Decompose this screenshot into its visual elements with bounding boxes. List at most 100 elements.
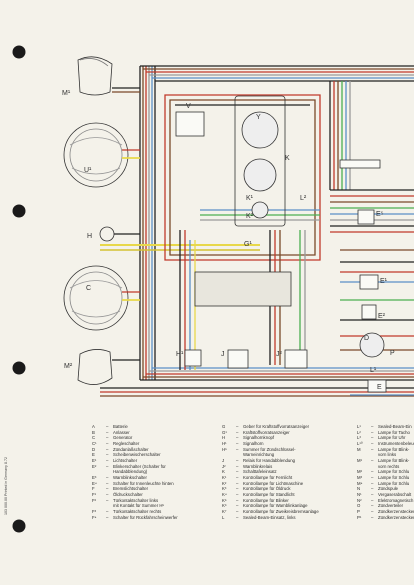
legend-text: Signalhorn [243, 440, 264, 446]
legend-row: A–Batterie [92, 424, 178, 430]
legend-text: Kontrollampe für Öldruck [243, 486, 291, 492]
legend-row: E¹–Lichtschalter [92, 458, 178, 464]
legend-dash: – [236, 508, 239, 514]
legend-row: H–Signalhornknopf [222, 435, 319, 441]
legend-code: G¹ [222, 429, 227, 435]
legend-row: Handabblendung) [92, 469, 178, 475]
legend-text: Türkontaktschalter links [113, 497, 159, 503]
legend-row: P–Zündkerzenstecker [357, 509, 414, 515]
legend-text: Öldruckschalter [113, 491, 143, 497]
legend-row: M¹–Lampe für Blink- [357, 458, 414, 464]
legend-text: Batterie [113, 424, 128, 429]
legend-dash: – [236, 457, 239, 463]
legend-code: E⁴ [92, 480, 97, 486]
legend-row: F¹–Öldruckschalter [92, 492, 178, 498]
legend-code: J [222, 457, 225, 463]
legend-row: Warneinrichtung [222, 452, 319, 458]
legend-text: Zündspule [378, 486, 399, 492]
legend-text: Türkontaktschalter rechts [113, 508, 162, 514]
legend-text: Schalter für Rückfahrscheinwerfer [113, 514, 178, 520]
legend-text: Warneinrichtung [243, 452, 275, 458]
label-U1: U¹ [84, 167, 92, 174]
legend-dash: – [106, 474, 109, 480]
label-K2: K² [246, 213, 254, 220]
legend-code: F⁴ [92, 514, 97, 520]
legend-row: F²–Türkontaktschalter links [92, 498, 178, 504]
legend-dash: – [236, 503, 239, 509]
legend-dash: – [236, 429, 239, 435]
legend-dash: – [106, 429, 109, 435]
legend-dash: – [371, 429, 374, 435]
legend-text: Generator [113, 435, 133, 441]
wiper-motor-box [175, 111, 205, 137]
instrument-cluster [234, 95, 286, 227]
legend-row: N–Zündspule [357, 486, 414, 492]
legend-row: L²–Lampe für Tacho [357, 430, 414, 436]
legend-row: J²–Warnblinkrelais [222, 464, 319, 470]
legend-dash: – [371, 514, 374, 520]
legend-code: F² [92, 497, 97, 503]
legend-code: E¹ [92, 457, 97, 463]
fuse-box [194, 271, 292, 307]
label-K: K [285, 155, 290, 162]
legend-dash: – [236, 440, 239, 446]
side-code: 103 000.00 Printed in Germany 8.72 [4, 457, 8, 515]
label-Y: Y [256, 114, 261, 121]
legend-code: H⁵ [222, 446, 227, 452]
legend-code: E² [92, 463, 97, 469]
legend-code: N [357, 486, 361, 492]
legend-text: Lampe für Schlu [378, 480, 410, 486]
legend-dash: – [236, 435, 239, 441]
legend-code: K⁴ [222, 491, 227, 497]
legend-code: K³ [222, 486, 227, 492]
legend-dash: – [371, 440, 374, 446]
legend-dash: – [236, 474, 239, 480]
legend-text: Kontrollampe für Zweikreisbremsanlage [243, 508, 319, 514]
legend-row: vorn links [357, 452, 414, 458]
label-G1: G¹ [244, 241, 252, 248]
legend-code: E³ [92, 474, 97, 480]
label-J: J [221, 351, 225, 358]
legend-text: vorn rechts [378, 463, 400, 469]
legend-text: Handabblendung) [113, 469, 148, 475]
horn-circle [99, 226, 115, 242]
legend-code: K² [222, 480, 227, 486]
legend-code: K⁵ [222, 497, 227, 503]
legend-row: F³–Türkontaktschalter rechts [92, 509, 178, 515]
legend-code: H [222, 435, 226, 441]
turn-signal-lamp-top [77, 56, 113, 96]
legend-dash: – [236, 424, 239, 429]
legend-row: G–Geber für Kraftstoffvorratsanzeiger [222, 424, 319, 430]
legend-code: O [357, 503, 361, 509]
legend-code: M [357, 446, 361, 452]
legend-code: M⁴ [357, 480, 363, 486]
legend-row: E²–Blinkerschalter (Schalter für [92, 464, 178, 470]
ignition-switch-d [359, 332, 385, 358]
legend-text: Warnblinkschalter [113, 474, 147, 480]
label-H: H [87, 233, 92, 240]
legend-code: P¹ [357, 514, 362, 520]
label-E1: E¹ [380, 278, 388, 285]
legend-code: K⁷ [222, 508, 227, 514]
legend-text: Instrumentenbeleuchtung [378, 440, 414, 446]
legend-text: Blinkerschalter (Schalter für [113, 463, 166, 469]
label-D: D [364, 335, 369, 342]
legend-row: E–Scheibenwischerschalter [92, 452, 178, 458]
legend-code: C¹ [92, 440, 97, 446]
legend-text: Zündanlaßschalter [113, 446, 149, 452]
legend-text: Kontrollampe für Lichtmaschine [243, 480, 304, 486]
label-P: P [390, 350, 395, 357]
legend-code: L¹ [357, 424, 361, 429]
legend-text: Lampe für Uhr [378, 435, 406, 441]
legend-code: D [92, 446, 96, 452]
label-E5: E⁵ [376, 211, 384, 218]
legend-text: mit Kontakt für Summer H⁵ [113, 503, 165, 509]
legend-row: K⁵–Kontrollampe für Blinker [222, 498, 319, 504]
legend-row: K⁶–Kontrollampe für Warnblinkanlage [222, 503, 319, 509]
legend-code: E [92, 452, 95, 458]
legend-row: E⁴–Schalter für Innenleuchte hinten [92, 481, 178, 487]
legend-row: L¹⁰–Instrumentenbeleuchtung [357, 441, 414, 447]
legend-code: P [357, 508, 360, 514]
